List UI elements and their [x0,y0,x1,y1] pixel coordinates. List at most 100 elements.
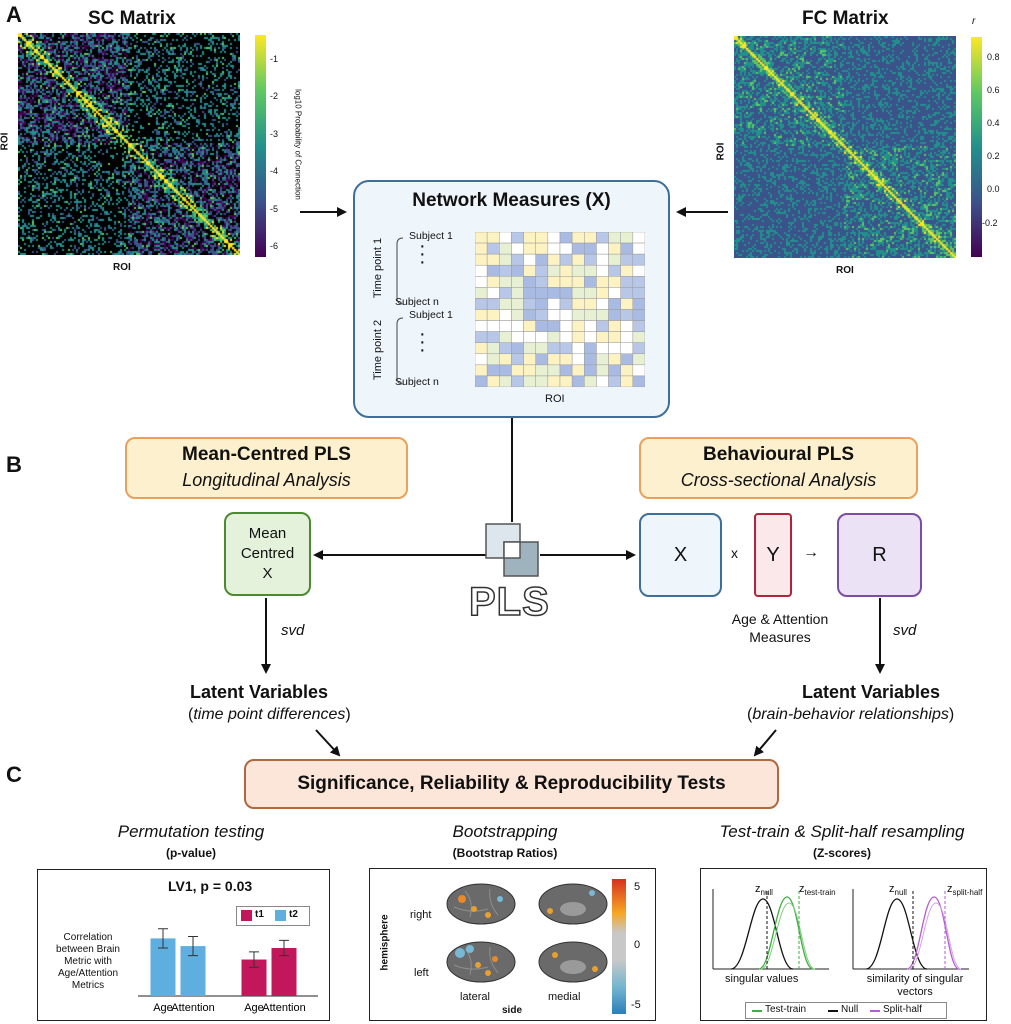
network-grid-cell [511,320,524,332]
network-grid-cell [559,264,573,277]
network-grid-cell [632,353,645,366]
network-grid-cell [499,375,512,387]
measures-line1: Age & Attention [731,611,829,627]
network-measures-box: Network Measures (X) Subject 1 ··· Subje… [353,180,670,418]
perm-error-bar [249,951,259,968]
perm-tick-label: Age [153,1002,173,1014]
network-grid-cell [486,253,500,266]
ylabel-line: Metric with [64,956,112,967]
network-grid-cell [571,276,585,288]
permutation-title: Permutation testing [117,822,265,841]
pls-squares-icon [484,522,542,580]
similarity-line2: vectors [897,986,933,998]
network-grid-cell [523,342,536,355]
times-symbol: x [731,545,738,561]
timepoint-brackets [396,237,404,385]
permutation-chart-box: LV1, p = 0.03 Correlation between Brain … [37,869,330,1021]
bootstrapping-subtitle: (Bootstrap Ratios) [452,846,558,860]
network-grid-cell [596,264,609,277]
fc-cb-tick: 0.4 [987,118,1000,128]
network-grid-cell [547,309,561,321]
network-grid-cell [596,242,609,255]
network-grid-cell [547,264,561,277]
network-grid-cell [596,364,609,377]
network-grid-cell [620,232,634,244]
network-grid-cell [523,276,536,288]
network-grid-cell [475,309,488,321]
perm-tick-label: Age [244,1002,264,1014]
resampling-plots [712,889,969,970]
row-label-right: right [410,909,432,921]
network-grid-cell [632,320,645,332]
network-grid-cell [486,287,500,299]
network-grid-cell [608,353,621,366]
network-grid-cell [608,309,621,321]
mean-centred-line2: Centred [240,545,295,562]
network-grid-cell [511,242,524,255]
network-grid-cell [596,287,609,299]
network-grid-cell [475,320,488,332]
network-grid-cell [535,309,549,321]
network-x-label: ROI [545,393,565,405]
behavioural-subtitle: Cross-sectional Analysis [680,470,877,490]
network-grid-cell [547,364,561,377]
ylabel-line: between Brain [56,944,120,955]
network-grid-cell [584,276,597,288]
behav-r-box: R [837,513,922,597]
network-grid-cell [523,331,536,343]
legend-label-t2: t2 [289,909,298,920]
network-grid-cell [511,353,524,366]
fc-x-label: ROI [836,265,854,276]
network-grid-cell [571,242,585,255]
mean-centred-pls-box: Mean-Centred PLS Longitudinal Analysis [125,437,408,499]
network-grid-cell [547,242,561,255]
sc-colorbar [255,35,266,257]
network-grid-cell [535,287,549,299]
network-grid-cell [486,309,500,321]
sc-cb-tick: -2 [270,91,279,101]
ylabel-line: Age/Attention [57,968,119,979]
network-grid-cell [571,309,585,321]
sc-cb-tick: -5 [270,204,279,214]
col-label-medial: medial [548,991,581,1003]
age-attention-measures-label: Age & Attention Measures [720,610,840,646]
network-grid-cell [620,264,634,277]
legend-swatch-t1 [241,910,252,921]
network-grid-cell [571,331,585,343]
network-grid-cell [584,364,597,377]
lv-left-title: Latent Variables [190,682,329,702]
network-grid-cell [535,232,549,244]
network-grid-cell [511,342,524,355]
sc-matrix-title: SC Matrix [88,8,176,29]
perm-error-bar [188,935,198,957]
z-testtrain-label: ztest-train [799,883,836,898]
permutation-legend: t1 t2 [236,906,310,926]
network-grid-cell [608,242,621,255]
fc-cb-tick: 0.8 [987,52,1000,62]
network-grid-cell [499,320,512,332]
network-grid-cell [475,364,488,377]
null-curve-right [865,898,928,970]
network-grid-cell [511,276,524,288]
network-grid-cell [486,276,500,288]
network-grid-cell [547,331,561,343]
bsr-tick: 0 [634,939,641,951]
network-grid-cell [596,375,609,387]
brain-left-medial [538,941,608,983]
behavioural-title: Behavioural PLS [703,444,854,465]
measures-line2: Measures [749,629,811,645]
network-grid-cell [523,287,536,299]
sc-cb-tick: -1 [270,54,279,64]
panel-letter-c: C [6,762,22,787]
resampling-subtitle: (Z-scores) [812,846,871,860]
network-grid-cell [486,364,500,377]
singular-values-label: singular values [725,973,799,985]
panel-letter-a: A [6,2,22,27]
lv-left-subtitle: (time point differences) [188,706,351,723]
ylabel-line: Metrics [71,980,105,991]
network-grid-cell [620,331,634,343]
perm-tick-label: Attention [262,1002,305,1014]
similarity-label: similarity of singular vectors [851,973,979,999]
network-grid-cell [535,331,549,343]
